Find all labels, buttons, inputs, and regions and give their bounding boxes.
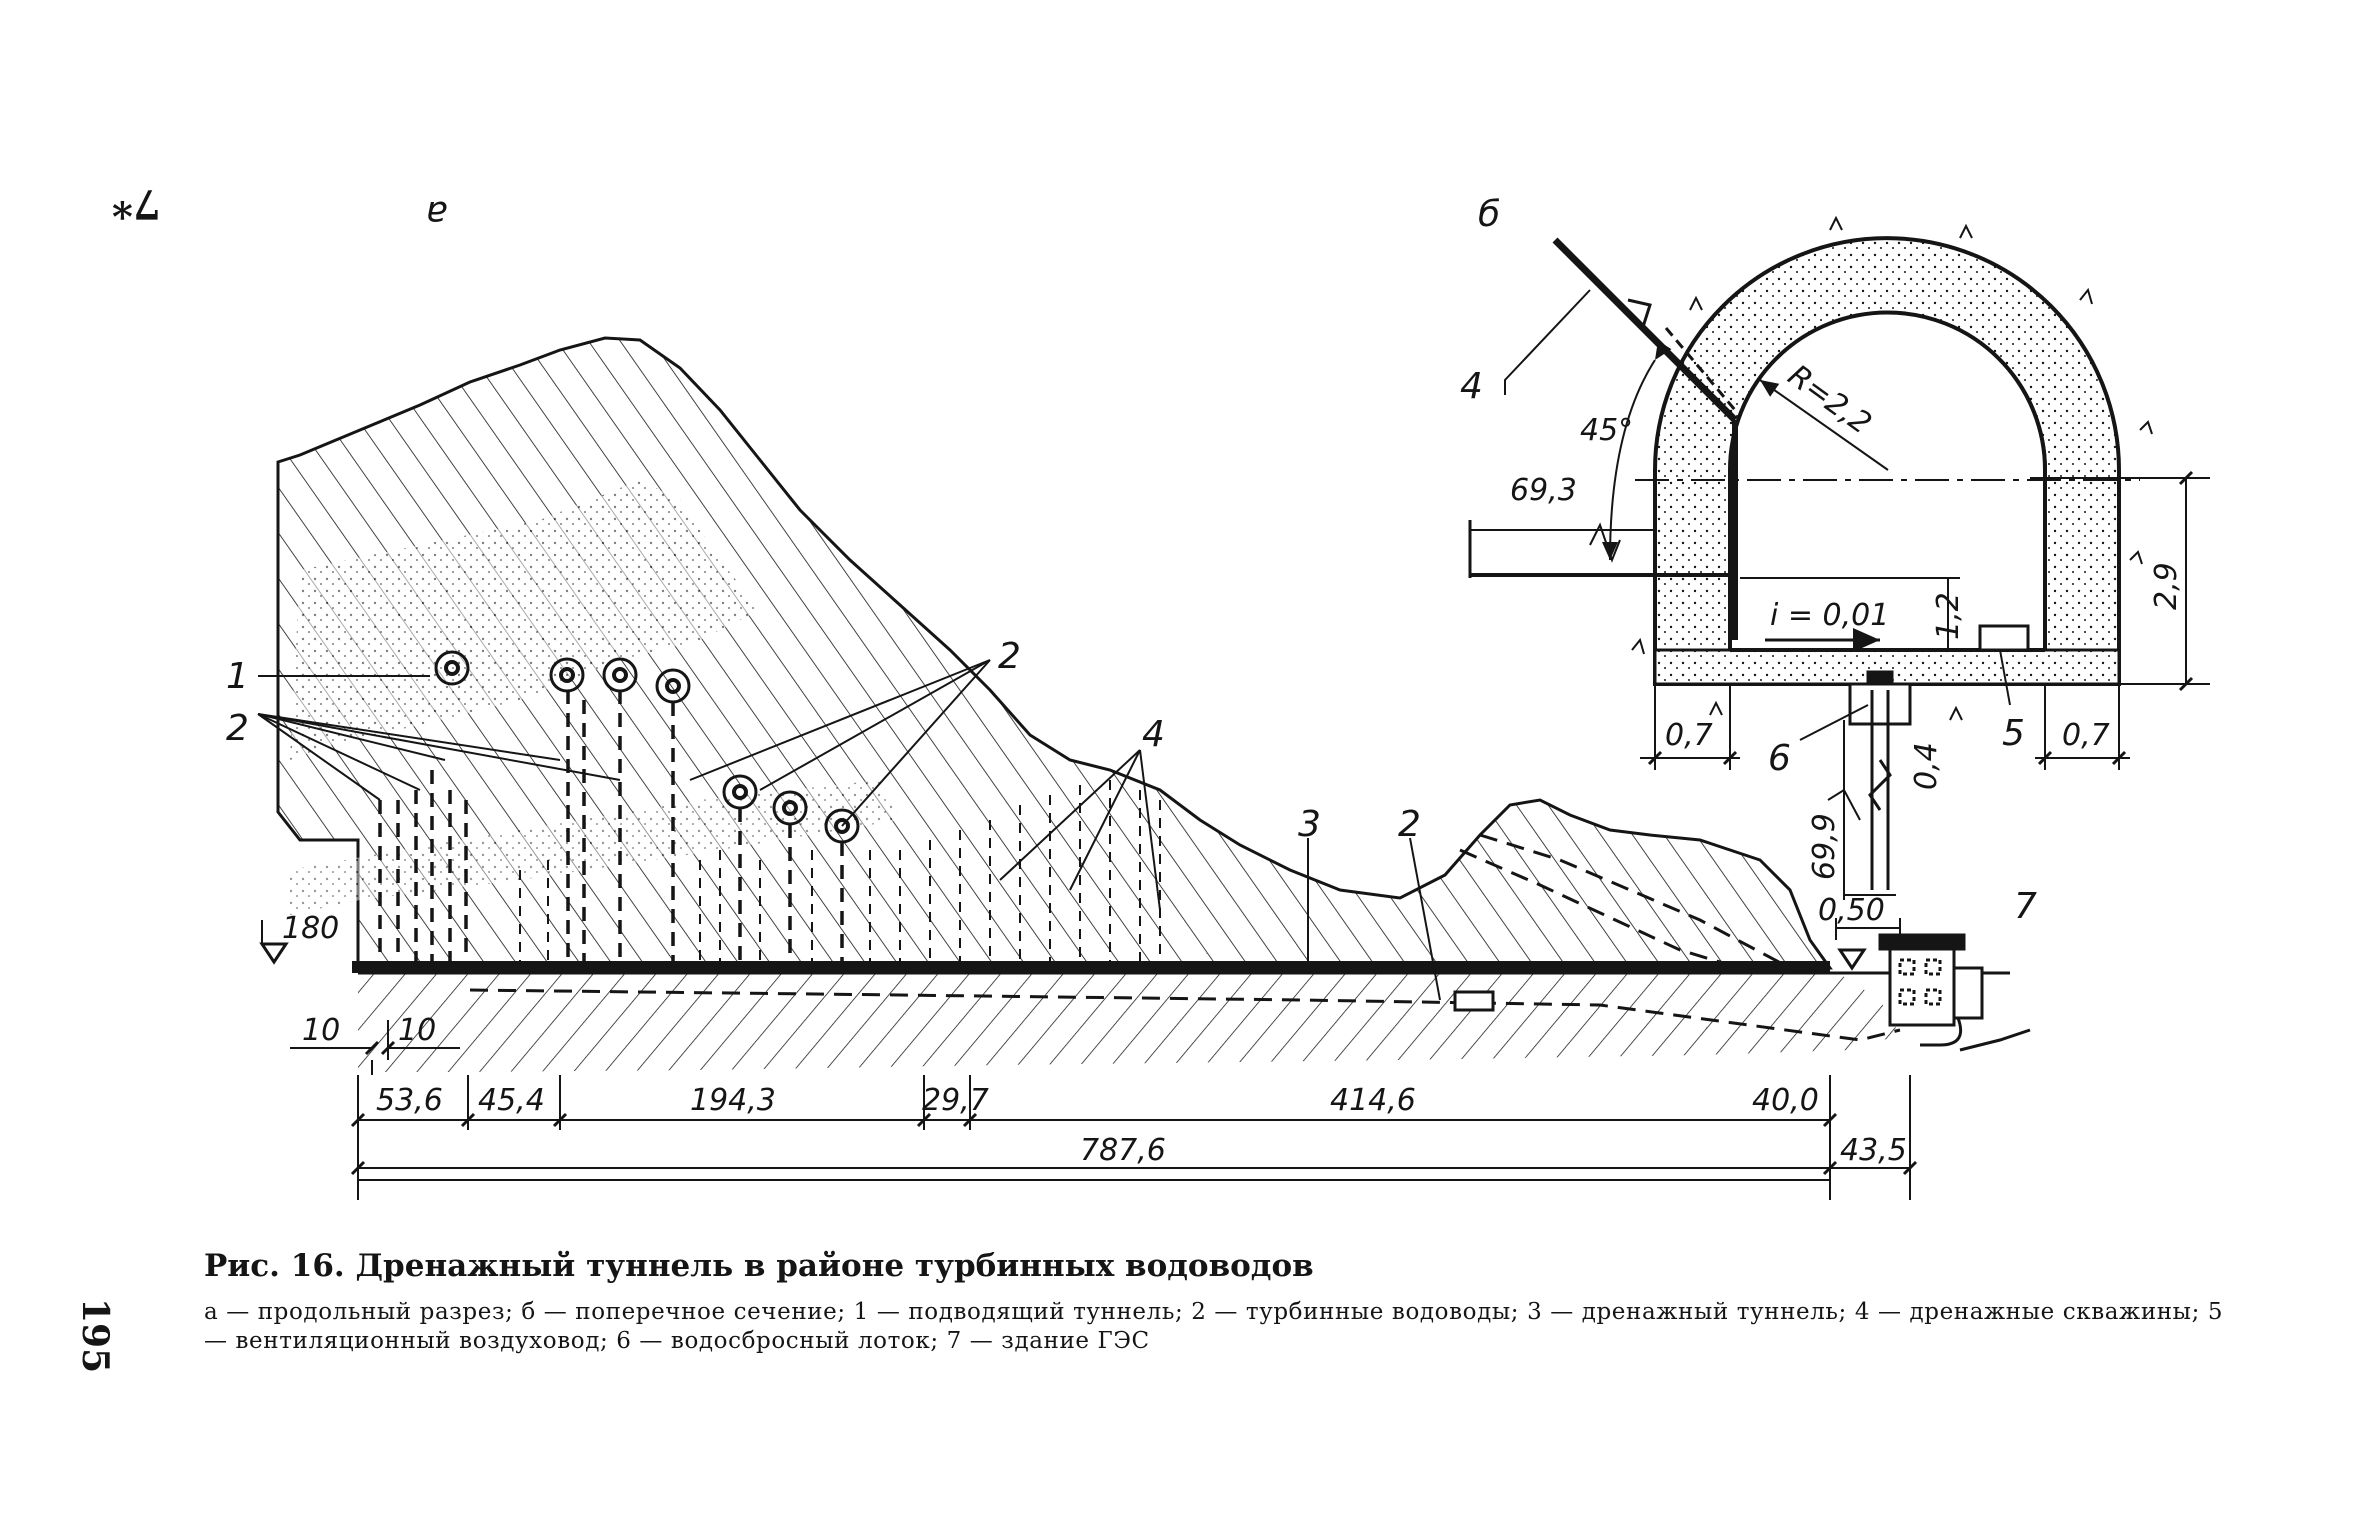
elevation-bottom-label: 69,9 [1807,813,1842,880]
vent-duct [1978,624,2030,652]
legend-item: 5 — вентиляционный воздуховод; [204,1299,2224,1354]
spillway-trough [1848,670,1912,890]
cross-section: б R=2,2 45° 4 [1460,194,2210,940]
elevation-mark-left: 180 [259,911,339,965]
dim-4: 29,7 [922,1083,989,1118]
dim-6: 40,0 [1752,1083,1819,1118]
view-label-a: a [426,193,448,234]
callout-4: 4 [1142,714,1165,755]
height-1-label: 1,2 [1931,592,1966,640]
conduit-outlet [1453,990,1495,1012]
conduit-dashed [469,988,1901,1042]
dim-small-2: 10 [398,1013,436,1048]
radius-arrow [1759,379,1889,471]
view-label-b: б [1478,194,1500,235]
drainage-wells-thin [519,780,1161,968]
dim-total-right: 43,5 [1840,1133,1907,1168]
dimension-chain [290,1020,1911,1200]
sand-layer [290,480,760,760]
floor-slab [1653,648,2121,686]
rock-marks [1631,215,2153,721]
leader-4 [1504,289,1591,395]
figure-caption-title: Рис. 16. Дренажный туннель в районе турб… [204,1248,1314,1284]
tailrace-slope [1959,1028,2031,1052]
height-2-label: 2,9 [2149,562,2184,610]
legend-item: 7 — здание ГЭС [946,1328,1150,1354]
dim-1: 53,6 [376,1083,443,1118]
longitudinal-section: 1 2 2 4 3 2 7 180 [226,193,2037,1200]
cs-callout-5: 5 [2002,713,2025,754]
legend-item: а — продольный разрез; [204,1299,514,1325]
figure-drawing: 1 2 2 4 3 2 7 180 [226,193,2210,1200]
sand-layer-2 [290,780,900,915]
legend-item: 3 — дренажный туннель; [1527,1299,1847,1325]
conduit-dashed-3 [1459,848,1741,970]
callout-2-left: 2 [226,708,249,749]
legend-item: 4 — дренажные скважины; [1854,1299,2200,1325]
callout-3: 3 [1298,804,1321,845]
dim-5: 414,6 [1330,1083,1416,1118]
legend-item: 1 — подводящий туннель; [853,1299,1184,1325]
leader-5 [1999,649,2011,706]
cs-callout-4: 4 [1460,366,1483,407]
elevation-69-3 [1468,520,1738,578]
legend-item: 6 — водосбросный лоток; [616,1328,939,1354]
page-number: 195 [74,1298,116,1374]
callout-2-mid: 2 [998,636,1021,677]
callout-1: 1 [226,656,249,697]
depth-label: 0,4 [1909,742,1944,790]
inclined-well [1552,237,1738,640]
drainage-wells [378,690,844,968]
angle-label: 45° [1580,413,1633,448]
slope-label: i = 0,01 [1770,598,1889,633]
figure-caption-legend: а — продольный разрез; б — поперечное се… [204,1298,2224,1356]
callout-2-right: 2 [1398,804,1421,845]
drainage-tunnel-line [352,961,1830,973]
cs-callout-6: 6 [1768,738,1791,779]
callout-7: 7 [2014,886,2037,927]
dim-total: 787,6 [1080,1133,1166,1168]
width-right-label: 0,7 [2062,718,2110,753]
elevation-mark-right [1837,948,1867,971]
dim-3: 194,3 [690,1083,776,1118]
dim-small-1: 10 [302,1013,340,1048]
leader-lines [257,659,1441,1001]
elevation-label: 180 [282,911,339,946]
legend-item: б — поперечное сечение; [521,1299,846,1325]
conduit-dashed-2 [1479,833,1791,970]
step-width-dims [1835,918,1901,940]
hpp-building [1878,933,1984,1047]
step-width-label: 0,50 [1818,893,1885,928]
width-left-label: 0,7 [1665,718,1713,753]
legend-item: 2 — турбинные водоводы; [1191,1299,1520,1325]
elevation-top-label: 69,3 [1510,473,1577,508]
tunnel-opening [1728,310,2047,652]
ground-below [358,968,1900,1072]
dimension-ticks [350,1040,1918,1176]
elevation-69-9 [1827,720,1896,900]
conduit-circle [434,650,470,686]
dim-2: 45,4 [478,1083,545,1118]
leader-6 [1799,704,1869,741]
bottom-width-dims [1640,684,2130,770]
